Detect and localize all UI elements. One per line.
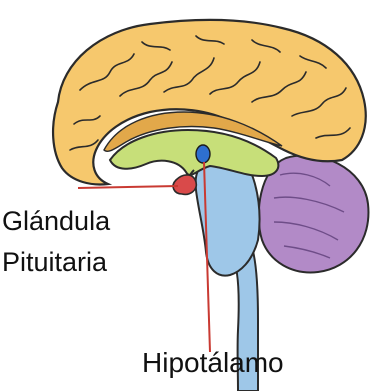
hypothalamus	[196, 145, 210, 163]
hypothalamus-label: Hipotálamo	[142, 348, 284, 378]
pituitary-label-line-1: Glándula	[2, 206, 110, 236]
pituitary-label-line-2: Pituitaria	[2, 247, 107, 277]
pituitary-gland	[173, 175, 196, 194]
pituitary-leader-line	[78, 186, 178, 188]
